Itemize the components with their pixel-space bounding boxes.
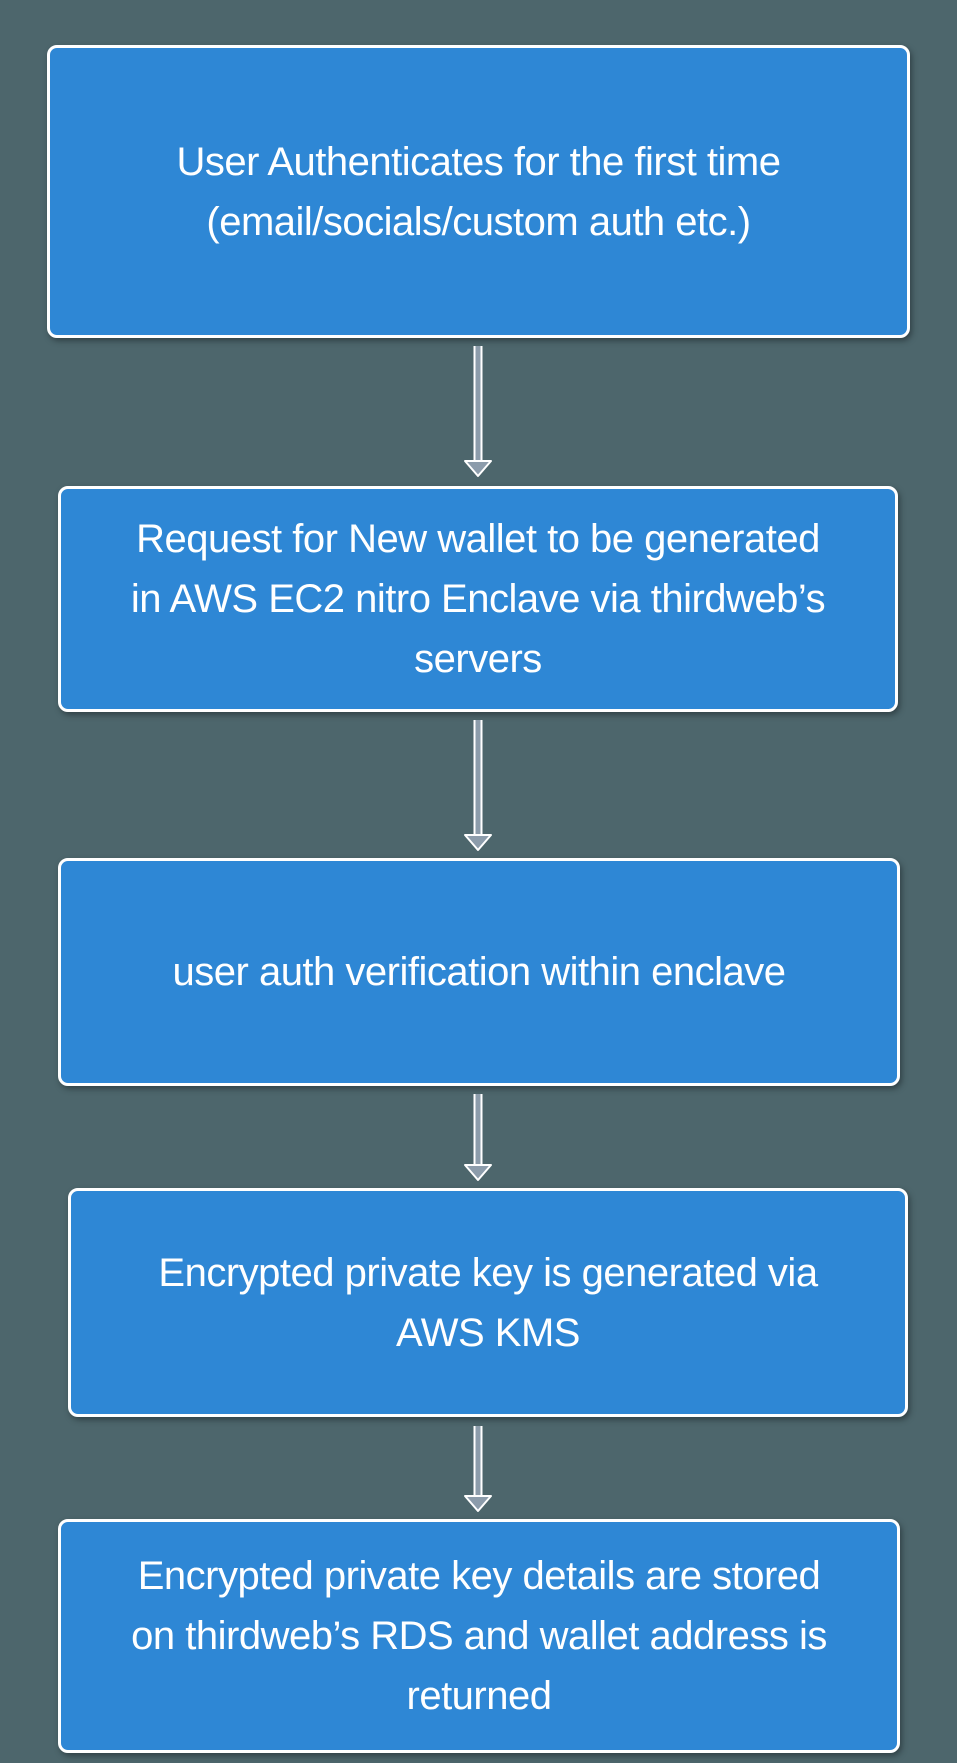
flow-arrow-3 [461, 1093, 495, 1182]
flow-arrow-1 [461, 345, 495, 478]
arrow-down-icon [464, 720, 492, 851]
flow-node-key-generation: Encrypted private key is generated via A… [68, 1188, 908, 1417]
flow-arrow-4 [461, 1425, 495, 1513]
arrow-down-icon [464, 1426, 492, 1512]
arrow-down-icon [464, 1094, 492, 1181]
flow-node-key-storage: Encrypted private key details are stored… [58, 1519, 900, 1753]
flow-node-user-authenticates: User Authenticates for the first time (e… [47, 45, 910, 338]
flow-node-auth-verification: user auth verification within enclave [58, 858, 900, 1086]
arrow-down-icon [464, 346, 492, 477]
flow-arrow-2 [461, 719, 495, 852]
flow-node-wallet-request: Request for New wallet to be generated i… [58, 486, 898, 712]
